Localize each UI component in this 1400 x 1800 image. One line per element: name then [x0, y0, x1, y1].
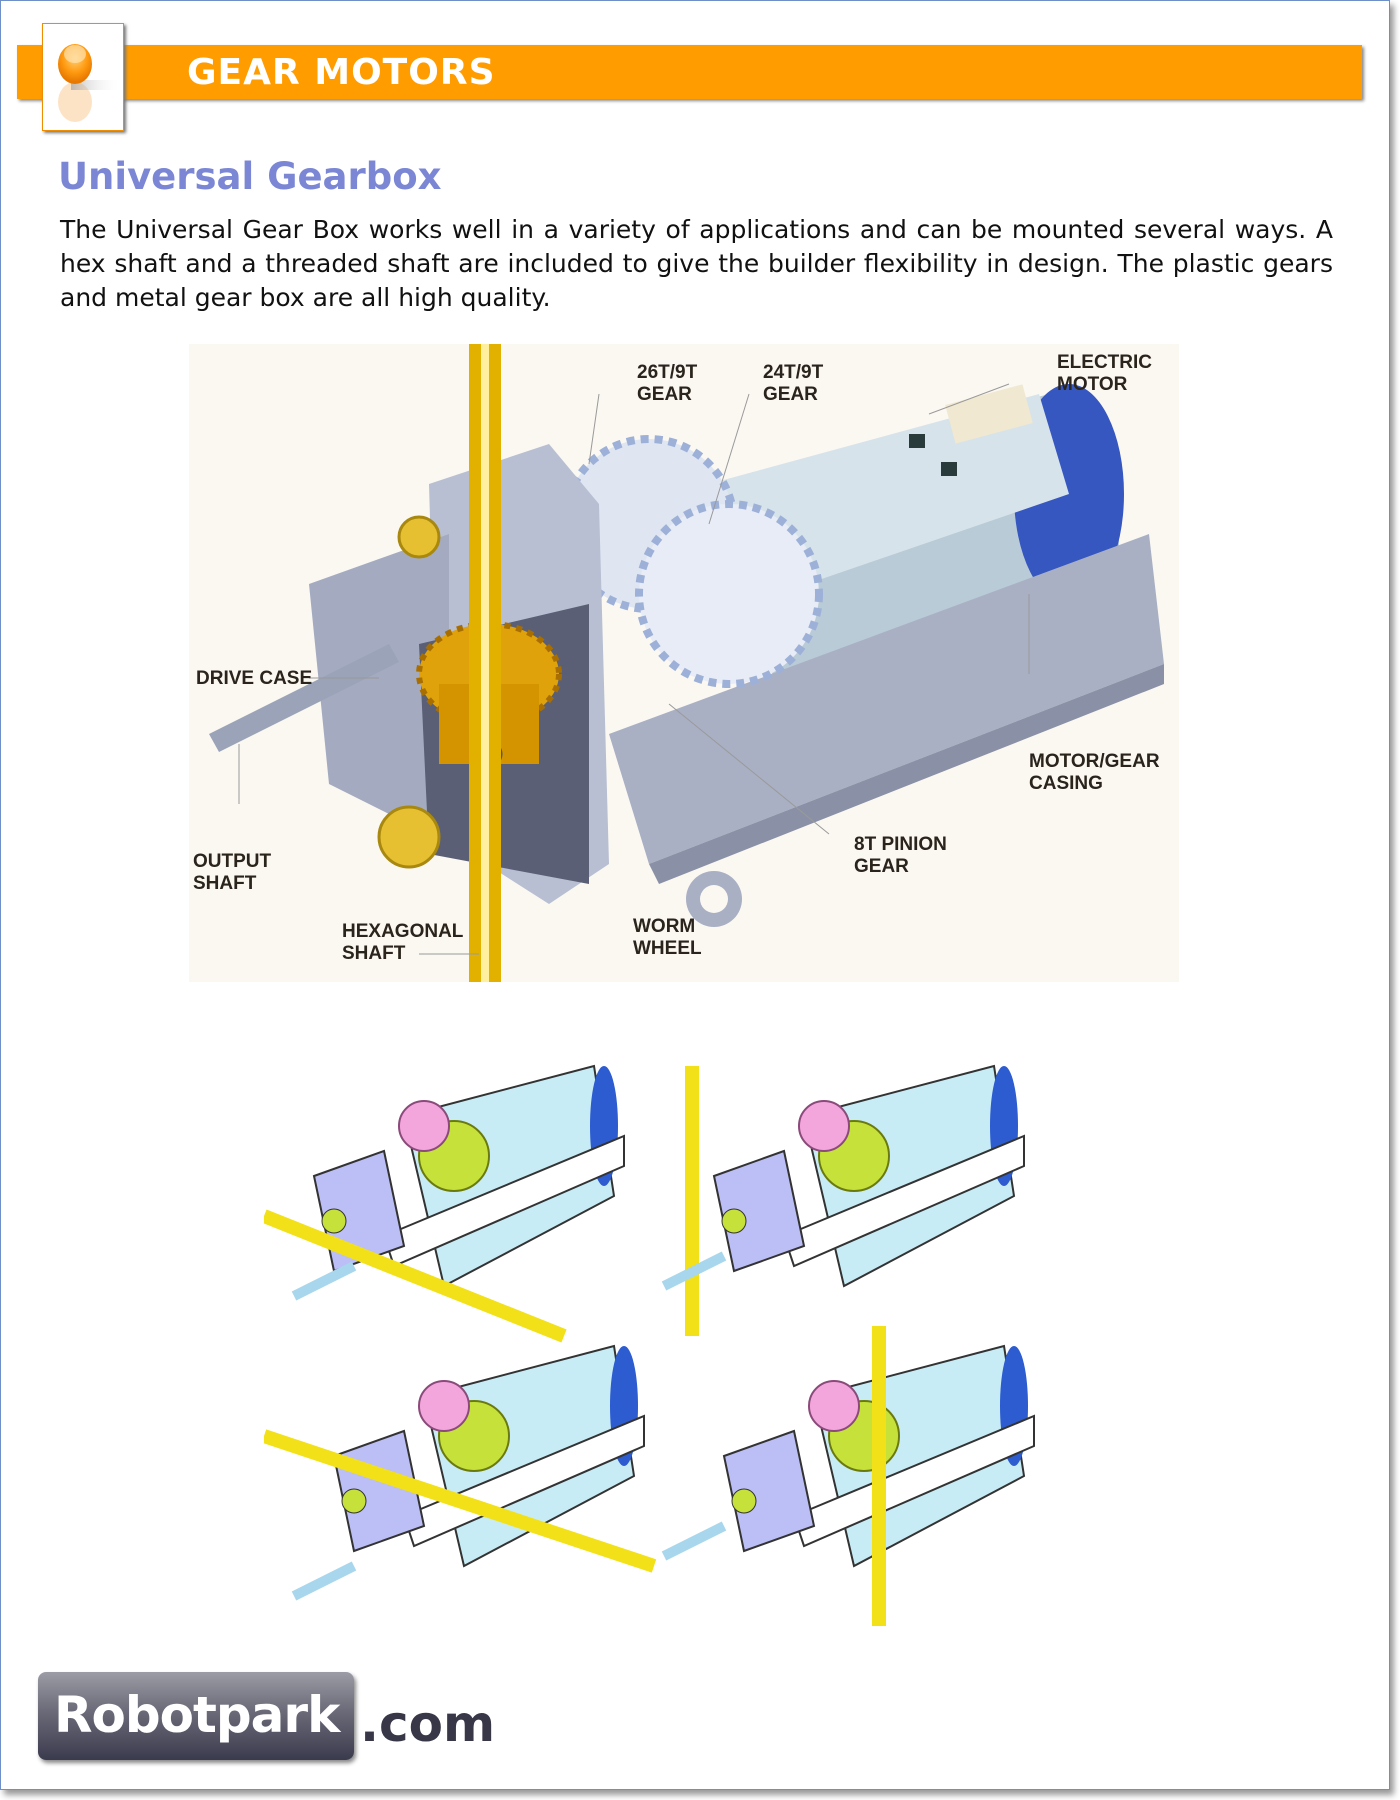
- label-26t-gear: 26T/9T GEAR: [637, 362, 698, 405]
- section-description: The Universal Gear Box works well in a v…: [60, 215, 1333, 312]
- motor-gear-casing-illustration: [609, 534, 1164, 927]
- label-drive-case: DRIVE CASE: [196, 668, 313, 689]
- label-24t-gear: 24T/9T GEAR: [763, 362, 824, 405]
- logo-text: Robotpark: [54, 1686, 340, 1744]
- label-hexagonal-shaft: HEXAGONAL SHAFT: [342, 921, 464, 964]
- logo-domain-suffix: .com: [360, 1695, 496, 1753]
- label-worm-wheel: WORM WHEEL: [633, 916, 702, 959]
- mount-config-2: [661, 1065, 1025, 1336]
- robotpark-logo[interactable]: Robotpark: [38, 1672, 354, 1760]
- label-8t-pinion-gear: 8T PINION GEAR: [854, 834, 947, 877]
- header-title: GEAR MOTORS: [187, 52, 496, 93]
- label-output-shaft: OUTPUT SHAFT: [193, 851, 272, 894]
- output-shaft-illustration: [209, 644, 399, 752]
- label-motor-gear-casing: MOTOR/GEAR CASING: [1029, 751, 1160, 794]
- orange-sphere-icon: [58, 44, 121, 122]
- label-electric-motor: ELECTRIC MOTOR: [1057, 352, 1152, 395]
- header-icon-box: [42, 23, 124, 131]
- gearbox-cutaway-diagram: 26T/9T GEAR 24T/9T GEAR ELECTRIC MOTOR D…: [189, 344, 1179, 982]
- section-title: Universal Gearbox: [58, 155, 442, 198]
- mount-config-1: [261, 1065, 625, 1343]
- mount-config-3: [261, 1345, 657, 1601]
- screw-illustration: [377, 805, 441, 869]
- mounting-configurations-illustration: [261, 1056, 1119, 1626]
- header-banner: [17, 45, 1362, 99]
- mount-config-4: [661, 1326, 1035, 1626]
